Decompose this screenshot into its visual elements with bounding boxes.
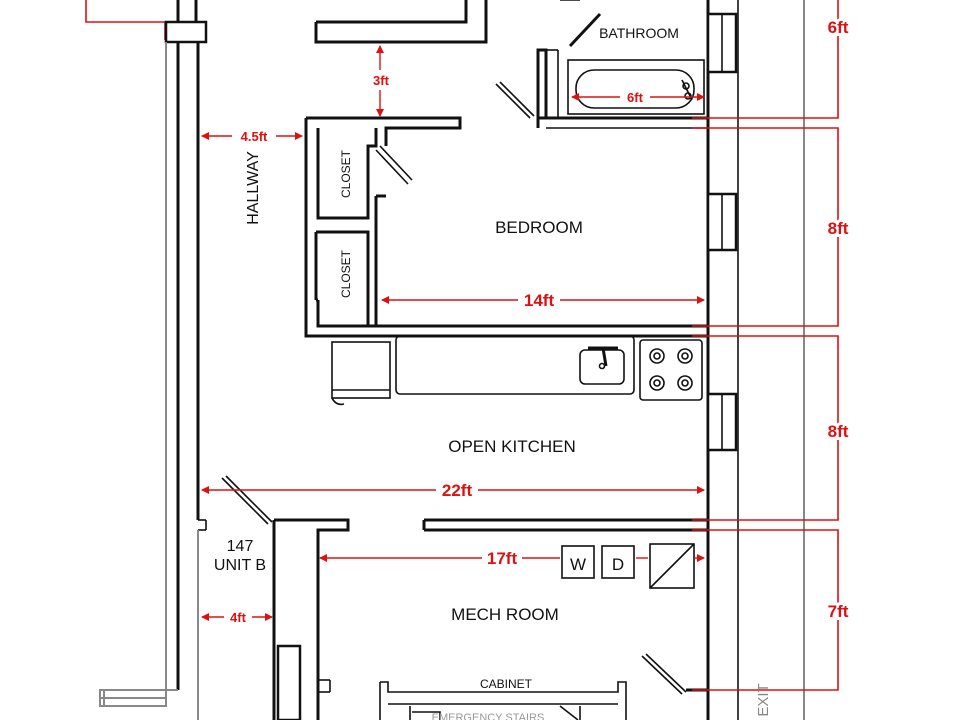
dim-entry-width: 4ft xyxy=(230,610,247,625)
bathtub xyxy=(575,69,695,109)
sink xyxy=(579,349,625,385)
refrigerator xyxy=(331,341,391,399)
dim-kitchen-width: 22ft xyxy=(442,481,473,500)
hallway-label: HALLWAY xyxy=(245,151,262,225)
right-windows xyxy=(706,12,738,452)
unit-name-label: UNIT B xyxy=(214,557,266,574)
right-exterior-wall xyxy=(706,0,805,720)
mech-appliances xyxy=(561,543,695,589)
dim-bedroom-width: 14ft xyxy=(524,291,555,310)
dryer-label: D xyxy=(612,555,624,574)
dim-tub-width: 6ft xyxy=(627,90,644,105)
open-kitchen-label: OPEN KITCHEN xyxy=(448,437,576,456)
stove xyxy=(639,339,703,401)
dim-hallway-width: 4.5ft xyxy=(241,129,268,144)
dim-kitchen-height: 8ft xyxy=(828,422,849,441)
counter xyxy=(395,335,635,395)
bedroom-label: BEDROOM xyxy=(495,218,583,237)
right-dimension-brackets xyxy=(692,0,839,691)
unit-number-label: 147 xyxy=(227,538,254,555)
emergency-stairs-label: EMERGENCY STAIRS xyxy=(432,712,545,720)
water-heater xyxy=(649,543,695,589)
bathroom-label: BATHROOM xyxy=(599,25,679,41)
bottom-left-window xyxy=(99,689,167,707)
washer xyxy=(561,545,595,579)
washer-label: W xyxy=(570,555,586,574)
mech-room-label: MECH ROOM xyxy=(451,605,559,624)
dimension-arrows xyxy=(201,45,705,621)
cabinet-label: CABINET xyxy=(480,677,533,691)
top-walls xyxy=(314,0,580,44)
left-exterior-wall xyxy=(164,0,208,720)
red-boundary-top-left xyxy=(85,0,166,40)
dim-bedroom-height: 8ft xyxy=(828,219,849,238)
dim-mech-width: 17ft xyxy=(487,549,518,568)
cabinet-and-stairs xyxy=(379,681,627,720)
dim-mech-height: 7ft xyxy=(828,602,849,621)
closet-lower-label: CLOSET xyxy=(339,249,353,298)
mech-room-walls xyxy=(221,475,708,720)
bathroom xyxy=(495,12,708,129)
kitchen-fixtures xyxy=(331,335,703,406)
closet-upper-label: CLOSET xyxy=(339,149,353,198)
burner-icon xyxy=(649,348,693,391)
dryer xyxy=(601,545,635,579)
dim-bath-height: 6ft xyxy=(828,18,849,37)
exit-label: EXIT xyxy=(755,683,772,716)
dim-corridor-gap: 3ft xyxy=(373,73,390,88)
